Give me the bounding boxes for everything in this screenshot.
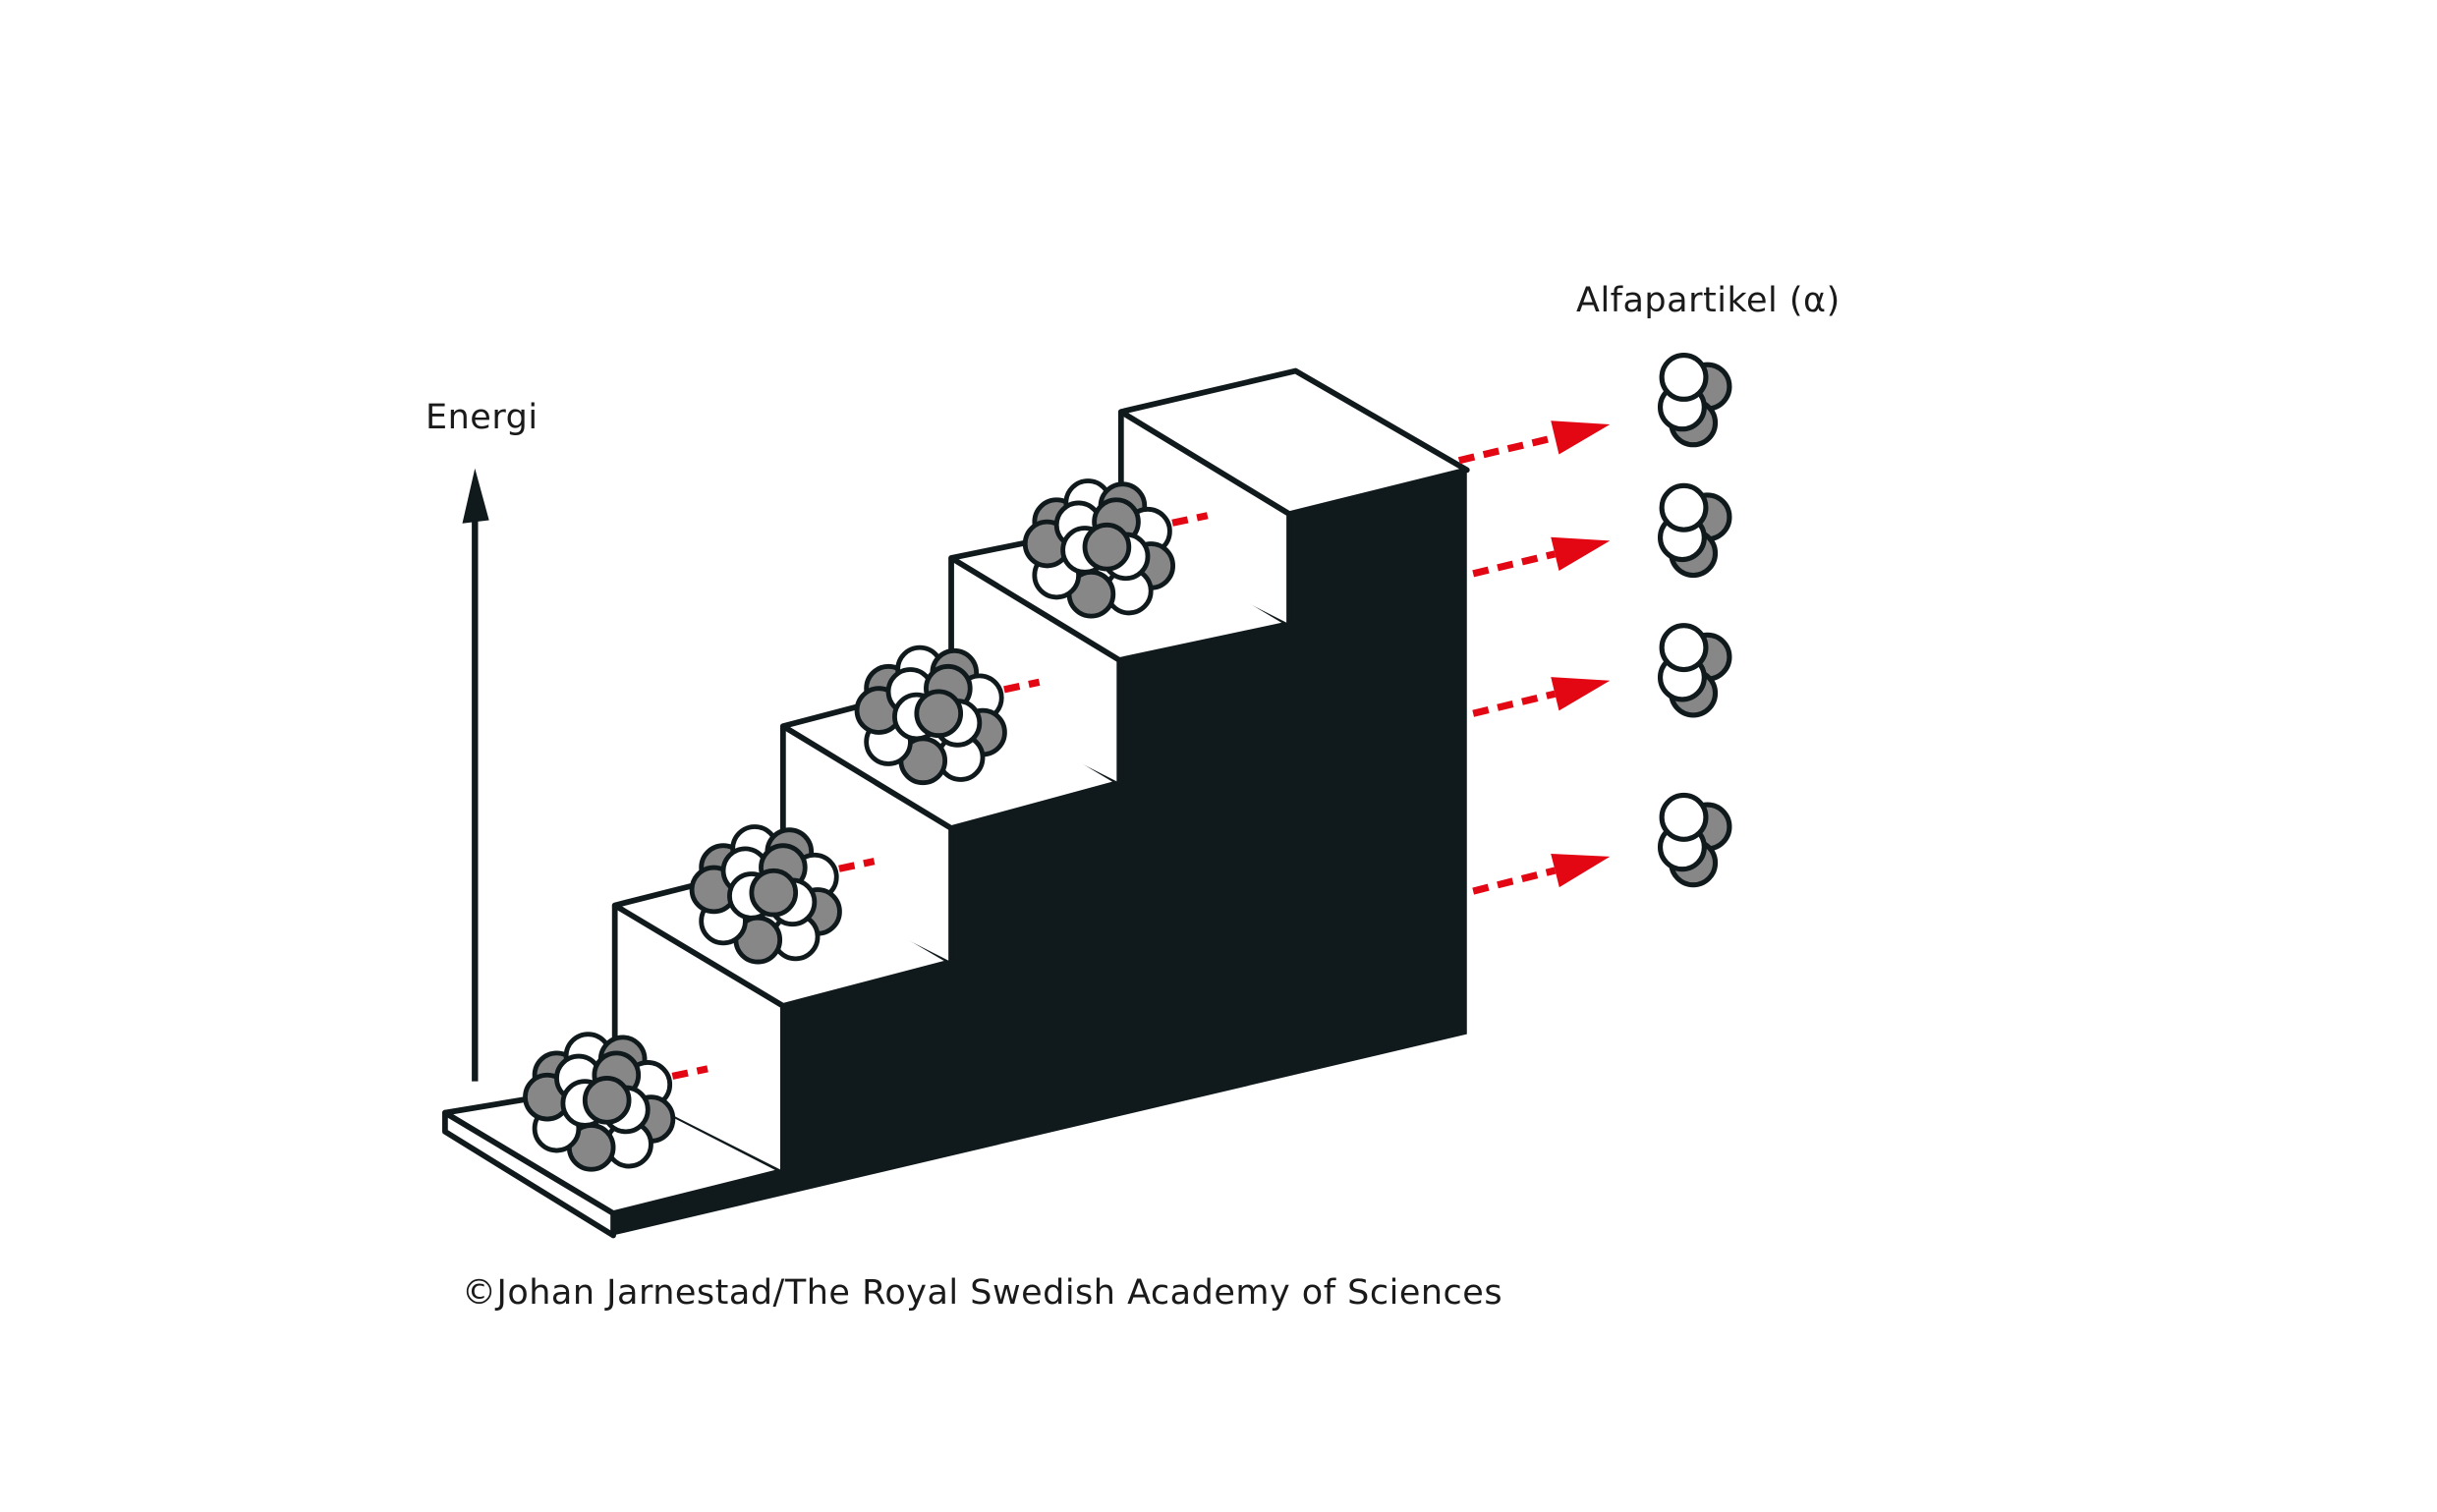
emission-arrows: [1457, 420, 1611, 895]
energy-axis-arrow: [462, 468, 489, 1082]
proton: [1082, 522, 1132, 572]
staircase: [442, 367, 1470, 1239]
emission-arrow-head: [1551, 677, 1611, 711]
nucleus-3: [854, 644, 1041, 786]
emission-arrow-head: [1551, 420, 1611, 455]
emission-arrow-dash: [1472, 867, 1557, 895]
alpha-neutron: [1659, 352, 1709, 402]
nucleus-2: [689, 824, 876, 965]
alpha-particle-4: [1657, 792, 1732, 888]
alpha-particles: [1657, 352, 1732, 888]
alpha-particle-label: Alfapartikel (α): [1576, 281, 1841, 320]
emission-arrow-dash: [1457, 433, 1557, 465]
step-top-surface: [1117, 367, 1470, 518]
image-credit: ©Johan Jarnestad/The Royal Swedish Acade…: [462, 1273, 1503, 1313]
alpha-particle-2: [1657, 482, 1732, 579]
alpha-neutron: [1659, 792, 1709, 842]
proton: [582, 1076, 632, 1125]
nucleus-4: [1022, 478, 1209, 619]
proton: [749, 868, 799, 918]
alpha-particle-3: [1657, 623, 1732, 718]
alpha-neutron: [1659, 482, 1709, 532]
nucleus-1: [523, 1032, 708, 1172]
energy-arrow-head: [462, 468, 489, 524]
emission-arrow-4: [1472, 853, 1611, 895]
base-slab-side: [442, 1109, 616, 1239]
step-side-face: [951, 557, 1120, 783]
riser-faces: [613, 470, 1467, 1236]
emission-arrow-2: [1472, 536, 1611, 578]
proton: [914, 689, 964, 739]
emission-arrow-dash: [1472, 550, 1557, 578]
nuclei-group: [523, 478, 1209, 1172]
emission-arrow-1: [1457, 420, 1611, 465]
emission-arrow-dash: [1472, 690, 1557, 717]
alpha-neutron: [1659, 623, 1709, 673]
emission-arrow-head: [1551, 536, 1611, 571]
step-side-face: [782, 726, 952, 963]
alpha-particle-1: [1657, 352, 1732, 448]
emission-arrow-3: [1472, 677, 1611, 717]
energy-axis-label: Energi: [425, 398, 538, 437]
emission-arrow-head: [1551, 853, 1611, 888]
